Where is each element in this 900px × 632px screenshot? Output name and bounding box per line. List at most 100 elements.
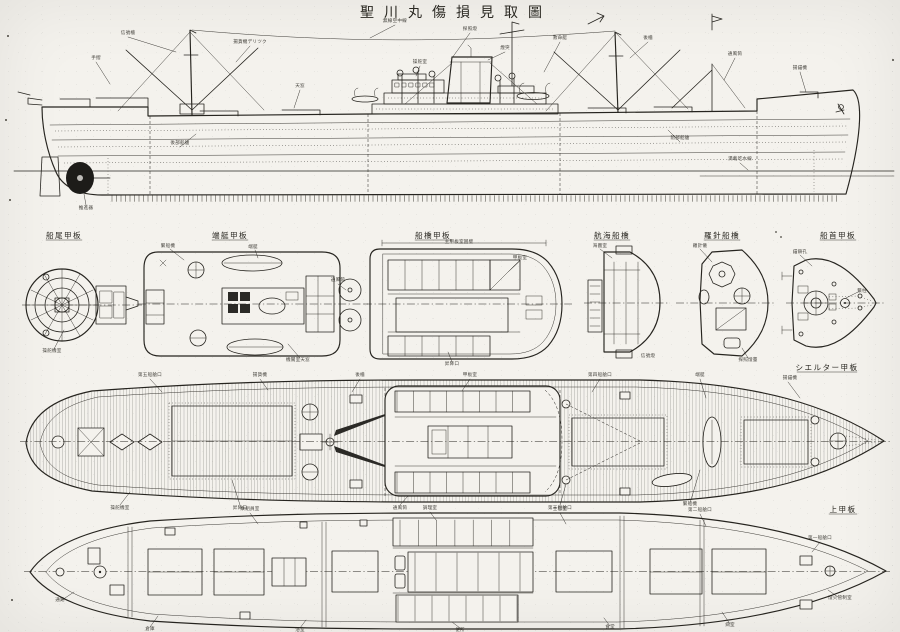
funnel-plan: [338, 278, 362, 302]
annotation-label: 繋船機: [683, 500, 698, 507]
texture-line: [111, 195, 837, 202]
texture-line: [399, 519, 511, 547]
annotation-label: 繋柱: [857, 287, 867, 294]
annotation-label: 昇降口: [445, 360, 460, 367]
texture-line: [397, 595, 518, 622]
annotation-label: 昇降口: [233, 504, 248, 511]
deck-label-bridge-deck: 船橋甲板: [415, 230, 451, 240]
deck-labels: 船尾甲板 端艇甲板 船橋甲板 航海船橋 羅針船橋 船首甲板 シエルター甲板 上甲…: [45, 230, 859, 515]
annotation-label: 救命艇: [553, 34, 568, 41]
lifeboat: [516, 92, 550, 100]
annotation-label: 満載吃水線: [728, 155, 752, 162]
deck-label-nav-bridge: 航海船橋: [594, 230, 630, 240]
annotation-label: 操舵室: [413, 58, 428, 65]
annotation-label: 通路: [55, 596, 65, 603]
cargo-hatch: [331, 550, 379, 593]
profile-view: [13, 21, 895, 206]
annotation-label: 端艇: [695, 371, 705, 378]
texture-line: [613, 261, 639, 345]
upper-deck-outline: [29, 512, 887, 630]
deck-plan-nav-bridge: [584, 245, 670, 359]
foremast: [117, 29, 265, 116]
shelter-deck-plan: [20, 378, 890, 506]
annotation-label: 甲板室: [513, 254, 528, 261]
texture-line: [396, 471, 513, 494]
deck-label-boat-deck: 端艇甲板: [212, 230, 248, 240]
annotation-label: 主甲板室囲壁: [445, 238, 474, 245]
annotation-label: 後部船艙: [170, 139, 189, 146]
annotation-label: 浴室: [295, 626, 305, 632]
annotation-label: 揚錨機: [783, 374, 798, 381]
engine-casing: [221, 287, 305, 325]
cargo-hatch: [649, 548, 703, 595]
aerial-wire: [191, 29, 616, 41]
annotation-label: 探照燈: [463, 25, 478, 32]
rudder: [39, 156, 61, 197]
deck-label-shelter-deck: シエルター甲板: [796, 362, 859, 372]
cargo-hatch: [571, 417, 665, 467]
texture-line: [414, 552, 521, 592]
annotation-label: 機關室天窓: [286, 356, 310, 363]
annotation-label: 後檣: [643, 34, 653, 41]
annotation-label: 通風筒: [728, 50, 743, 57]
deck-plan-forecastle: [781, 254, 884, 348]
deck-plan-bridge-deck: [364, 239, 572, 363]
annotation-label: 倉庫: [145, 625, 155, 632]
annotation-label: 揚貨機: [253, 371, 268, 378]
deck-label-upper-deck: 上甲板: [830, 504, 857, 514]
annotation-label: 士官室: [553, 505, 568, 512]
annotation-label: 通風筒: [393, 504, 408, 511]
annotation-label: 後檣: [355, 371, 365, 378]
texture-line: [404, 335, 474, 357]
annotation-label: 端艇: [248, 243, 258, 250]
annotation-label: 第一船艙口: [808, 534, 832, 541]
deck-label-compass-bridge: 羅針船橋: [704, 230, 740, 240]
deckhouse: [384, 385, 561, 497]
deck-plan-compass-bridge: [676, 248, 776, 359]
annotation-label: 揚貨機デリツク: [233, 38, 267, 45]
annotation-label: 乘組員室: [240, 505, 259, 512]
annotation-label: 第三船艙口: [548, 504, 572, 511]
annotation-label: 第四船艙口: [588, 371, 612, 378]
hull-profile: [41, 89, 861, 196]
kingpost: [671, 63, 746, 112]
annotation-label: 便所: [455, 626, 465, 632]
annotation-layer: 信號檣揚貨機デリツク無線空中線探照燈救命艇後檣通風筒揚錨機手摺天窓操舵室煙突後部…: [42, 17, 867, 632]
annotation-label: 操舵機室: [42, 347, 61, 354]
mainmast: [545, 31, 689, 114]
cargo-hatch: [711, 548, 767, 595]
funnel: [446, 56, 493, 104]
texture-line: [396, 390, 513, 413]
annotation-label: 煙突: [500, 44, 510, 51]
annotation-label: 繋船機: [161, 242, 176, 249]
deck-plan-stern-platform: [22, 268, 142, 350]
annotation-label: 前部船艙: [670, 134, 689, 141]
annotation-label: 調理室: [423, 504, 438, 511]
annotation-label: 甲板室: [463, 371, 478, 378]
deck-label-forecastle: 船首甲板: [820, 230, 856, 240]
ventilator-icon: [401, 71, 515, 104]
cargo-hatch: [743, 419, 809, 465]
annotation-label: 第五船艙口: [138, 371, 162, 378]
scan-marks: [5, 12, 894, 601]
cargo-hatch: [555, 550, 613, 593]
deck-plan-boat-deck: [138, 248, 368, 359]
annotation-label: 推進器: [79, 204, 94, 211]
texture-line: [404, 259, 474, 291]
superstructure: [351, 21, 559, 115]
annotation-label: 無線空中線: [383, 17, 407, 24]
generated-textures: [111, 195, 837, 622]
annotation-label: 病室: [725, 621, 735, 628]
compass-house: [708, 261, 736, 288]
annotation-label: 羅針儀: [693, 242, 708, 249]
annotation-label: 第二船艙口: [688, 506, 712, 513]
annotation-label: 食堂: [605, 623, 615, 630]
annotation-label: 天窓: [295, 82, 305, 89]
annotation-label: 信號檣: [121, 29, 136, 36]
annotation-label: 揚錨機: [793, 64, 808, 71]
deck-label-stern-platform: 船尾甲板: [46, 230, 82, 240]
page-title: 聖川丸傷損見取圖: [360, 5, 552, 21]
annotation-label: 錨鎖孔: [793, 248, 808, 255]
